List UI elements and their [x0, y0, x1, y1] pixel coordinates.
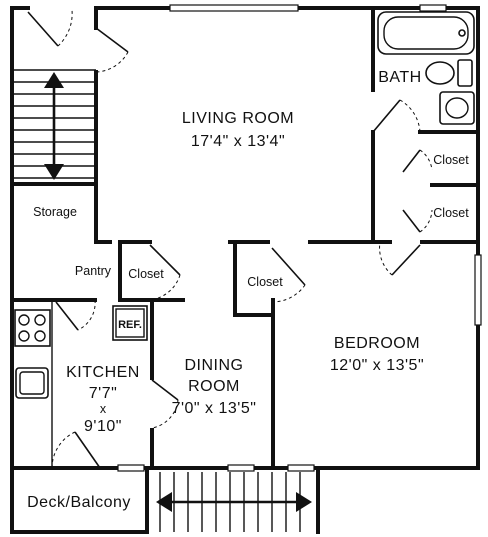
bathtub: [377, 11, 475, 55]
bath-fixtures: [377, 11, 475, 125]
closet-bath-upper-label: Closet: [433, 153, 469, 167]
window-living-top: [169, 4, 299, 12]
windows: [117, 4, 482, 472]
interior-walls: [10, 6, 480, 470]
window-kitchen-bottom: [117, 464, 145, 472]
deck-label: Deck/Balcony: [27, 494, 131, 511]
living-room-dims: 17'4" x 13'4": [191, 133, 285, 150]
kitchen-name: KITCHEN: [66, 364, 140, 381]
room-labels: LIVING ROOM 17'4" x 13'4" BATH Closet Cl…: [27, 69, 469, 511]
window-bath-top: [419, 4, 447, 12]
kitchen-sink: [15, 367, 49, 399]
kitchen-dims-line2: x: [100, 402, 107, 416]
kitchen-dims-line1: 7'7": [89, 385, 118, 402]
closet-bath-lower-label: Closet: [433, 206, 469, 220]
storage-label: Storage: [33, 205, 77, 219]
window-dining-bottom: [227, 464, 255, 472]
toilet-tank: [457, 59, 473, 87]
kitchen-fixtures: [14, 300, 148, 468]
living-room-name: LIVING ROOM: [182, 110, 294, 127]
refrigerator: [112, 305, 148, 341]
closet-bedroom-label: Closet: [247, 275, 283, 289]
fridge-label: REF.: [118, 319, 142, 331]
dining-room-name-line2: ROOM: [188, 378, 240, 395]
bedroom-name: BEDROOM: [334, 335, 420, 352]
bath-name: BATH: [378, 69, 421, 86]
bath-sink: [439, 91, 475, 125]
dining-room-dims: 7'0" x 13'5": [172, 400, 257, 417]
bedroom-dims: 12'0" x 13'5": [330, 357, 424, 374]
pantry-label: Pantry: [75, 264, 112, 278]
dining-room-name-line1: DINING: [185, 357, 244, 374]
closet-pantry-side-label: Closet: [128, 267, 164, 281]
kitchen-dims-line3: 9'10": [84, 418, 122, 435]
doors: [27, 9, 433, 469]
toilet-bowl: [425, 61, 455, 85]
stairs-lower: [156, 472, 312, 532]
window-bedroom-bottom: [287, 464, 315, 472]
stove: [14, 309, 51, 347]
stairs-upper: [12, 69, 96, 180]
window-bedroom-right: [474, 254, 482, 326]
